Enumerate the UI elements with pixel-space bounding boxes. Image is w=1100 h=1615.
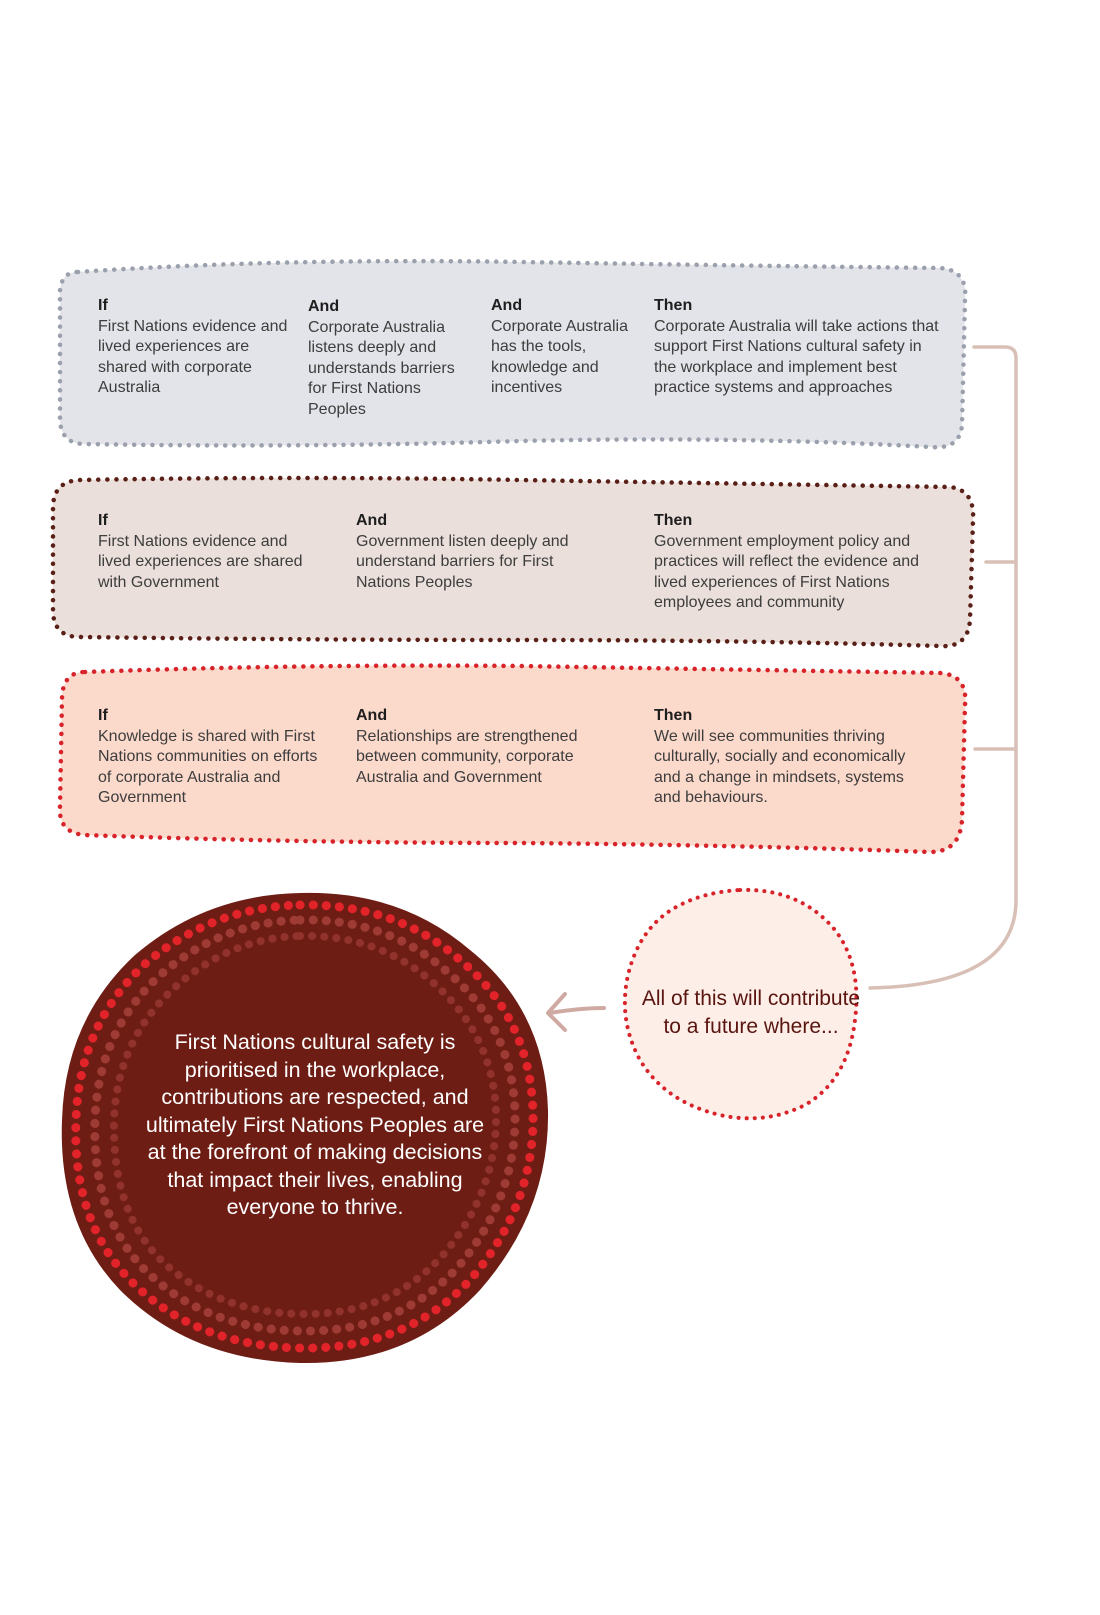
condition-text: Corporate Australia listens deeply and u…	[308, 318, 455, 418]
condition-text: Corporate Australia has the tools, knowl…	[491, 317, 628, 397]
keyword-label: If	[98, 297, 108, 314]
bracket-line	[868, 345, 1018, 990]
band-corporate-and-1: And Corporate Australia listens deeply a…	[308, 297, 468, 420]
band-corporate-and-2: And Corporate Australia has the tools, k…	[491, 296, 631, 399]
keyword-label: And	[308, 298, 340, 315]
outcome-text: Corporate Australia will take actions th…	[654, 317, 939, 397]
band-government-then: Then Government employment policy and pr…	[654, 511, 944, 614]
keyword-label: And	[356, 512, 388, 529]
band-community-if: If Knowledge is shared with First Nation…	[98, 706, 333, 809]
arrow-left-icon	[546, 992, 606, 1032]
outcome-circle-shape	[61, 892, 549, 1364]
condition-text: Knowledge is shared with First Nations c…	[98, 727, 318, 807]
keyword-label: Then	[654, 297, 693, 314]
band-community-then: Then We will see communities thriving cu…	[654, 706, 934, 809]
keyword-label: If	[98, 512, 108, 529]
keyword-label: Then	[654, 707, 693, 724]
keyword-label: And	[356, 707, 388, 724]
condition-text: Government listen deeply and understand …	[356, 532, 569, 591]
keyword-label: If	[98, 707, 108, 724]
condition-text: Relationships are strengthened between c…	[356, 727, 578, 786]
condition-text: First Nations evidence and lived experie…	[98, 532, 303, 591]
band-government-and: And Government listen deeply and underst…	[356, 511, 606, 593]
outcome-text: We will see communities thriving cultura…	[654, 727, 906, 807]
summary-bubble-text: All of this will contribute to a future …	[641, 987, 861, 1038]
band-community-outline	[57, 663, 968, 855]
band-corporate-then: Then Corporate Australia will take actio…	[654, 296, 940, 399]
summary-bubble-outline	[622, 887, 859, 1121]
band-government-outline	[50, 475, 976, 649]
outcome-statement: First Nations cultural safety is priorit…	[145, 1030, 485, 1219]
keyword-label: And	[491, 297, 523, 314]
keyword-label: Then	[654, 512, 693, 529]
band-corporate-outline	[57, 258, 968, 450]
band-community-and: And Relationships are strengthened betwe…	[356, 706, 611, 788]
band-corporate-if: If First Nations evidence and lived expe…	[98, 296, 288, 399]
band-government-if: If First Nations evidence and lived expe…	[98, 511, 318, 593]
condition-text: First Nations evidence and lived experie…	[98, 317, 288, 397]
outcome-text: Government employment policy and practic…	[654, 532, 920, 612]
